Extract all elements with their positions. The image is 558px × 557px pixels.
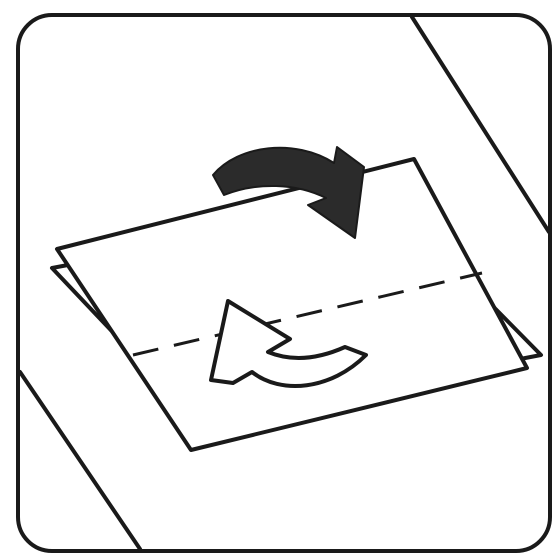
fold-paper-illustration <box>0 0 558 557</box>
